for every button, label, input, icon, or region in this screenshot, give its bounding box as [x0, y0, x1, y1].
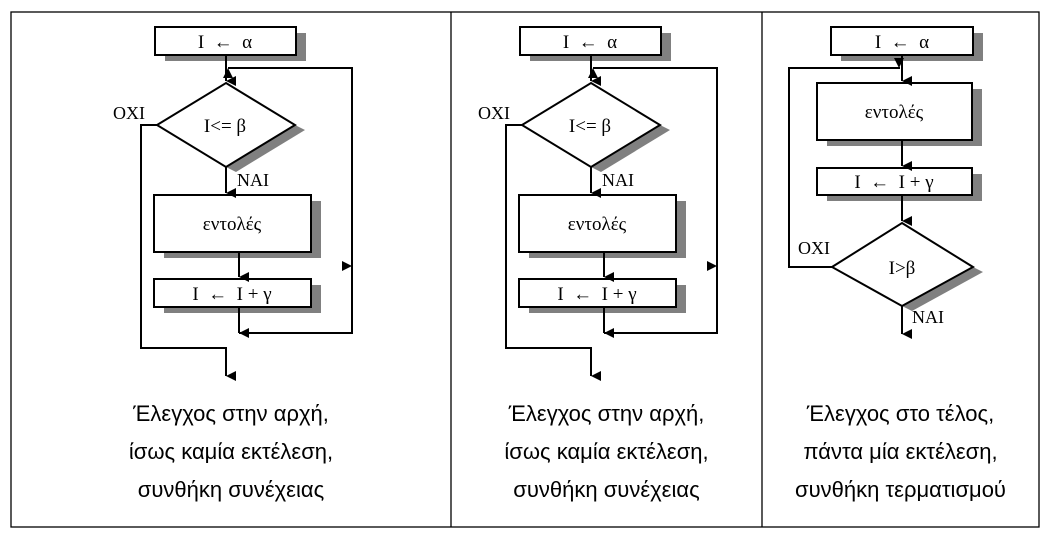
no-label: OXI — [478, 103, 510, 123]
init-label: I ← α — [198, 32, 252, 53]
flowchart-pre-test-2: I ← α I<= β εντολές I ← I + γ OXI NAI — [478, 26, 718, 381]
increment-label: I ← I + γ — [854, 172, 933, 193]
no-label: OXI — [798, 238, 830, 258]
flowchart-post-test: I ← α εντολές I ← I + γ I>β OXI NAI — [788, 26, 983, 339]
table-grid — [10, 11, 1040, 528]
body-label: εντολές — [203, 214, 262, 235]
init-label: I ← α — [875, 32, 929, 53]
exit-line — [505, 124, 601, 381]
caption-line: πάντα μία εκτέλεση, — [803, 439, 998, 464]
condition-label: I<= β — [204, 116, 246, 137]
increment-label: I ← I + γ — [557, 284, 636, 305]
yes-label: NAI — [912, 307, 944, 327]
condition-label: I<= β — [569, 116, 611, 137]
caption-line: ίσως καμία εκτέλεση, — [128, 439, 334, 464]
increment-box — [816, 167, 973, 196]
loop-back-line — [788, 67, 900, 268]
caption-line: Έλεγχος στο τέλος, — [806, 401, 995, 426]
loop-back-line — [601, 67, 718, 334]
exit-line — [140, 124, 236, 381]
body-label: εντολές — [568, 214, 627, 235]
caption-pre-test-2: Έλεγχος στην αρχή, ίσως καμία εκτέλεση, … — [451, 395, 762, 509]
yes-label: NAI — [602, 170, 634, 190]
loop-back-line — [236, 67, 353, 334]
caption-line: ίσως καμία εκτέλεση, — [504, 439, 709, 464]
body-box — [153, 194, 312, 253]
init-label: I ← α — [563, 32, 617, 53]
init-box — [830, 26, 974, 56]
flowchart-pre-test-1: I ← α I<= β εντολές I ← I + γ OXI NAI — [113, 26, 353, 381]
body-box — [518, 194, 677, 253]
caption-pre-test-1: Έλεγχος στην αρχή, ίσως καμία εκτέλεση, … — [11, 395, 451, 509]
caption-line: Έλεγχος στην αρχή, — [133, 401, 329, 426]
yes-label: NAI — [237, 170, 269, 190]
body-label: εντολές — [865, 102, 924, 123]
connectors — [505, 55, 718, 381]
body-box — [816, 82, 973, 141]
no-label: OXI — [113, 103, 145, 123]
condition-label: I>β — [889, 258, 916, 279]
caption-post-test: Έλεγχος στο τέλος, πάντα μία εκτέλεση, σ… — [762, 395, 1039, 509]
table-border — [10, 11, 1040, 528]
increment-box — [153, 278, 312, 308]
connectors — [140, 55, 353, 381]
increment-label: I ← I + γ — [192, 284, 271, 305]
caption-line: συνθήκη συνέχειας — [513, 477, 700, 502]
caption-line: Έλεγχος στην αρχή, — [508, 401, 705, 426]
caption-line: συνθήκη συνέχειας — [137, 477, 325, 502]
increment-box — [518, 278, 677, 308]
caption-line: συνθήκη τερματισμού — [795, 477, 1006, 502]
connectors — [788, 55, 912, 339]
